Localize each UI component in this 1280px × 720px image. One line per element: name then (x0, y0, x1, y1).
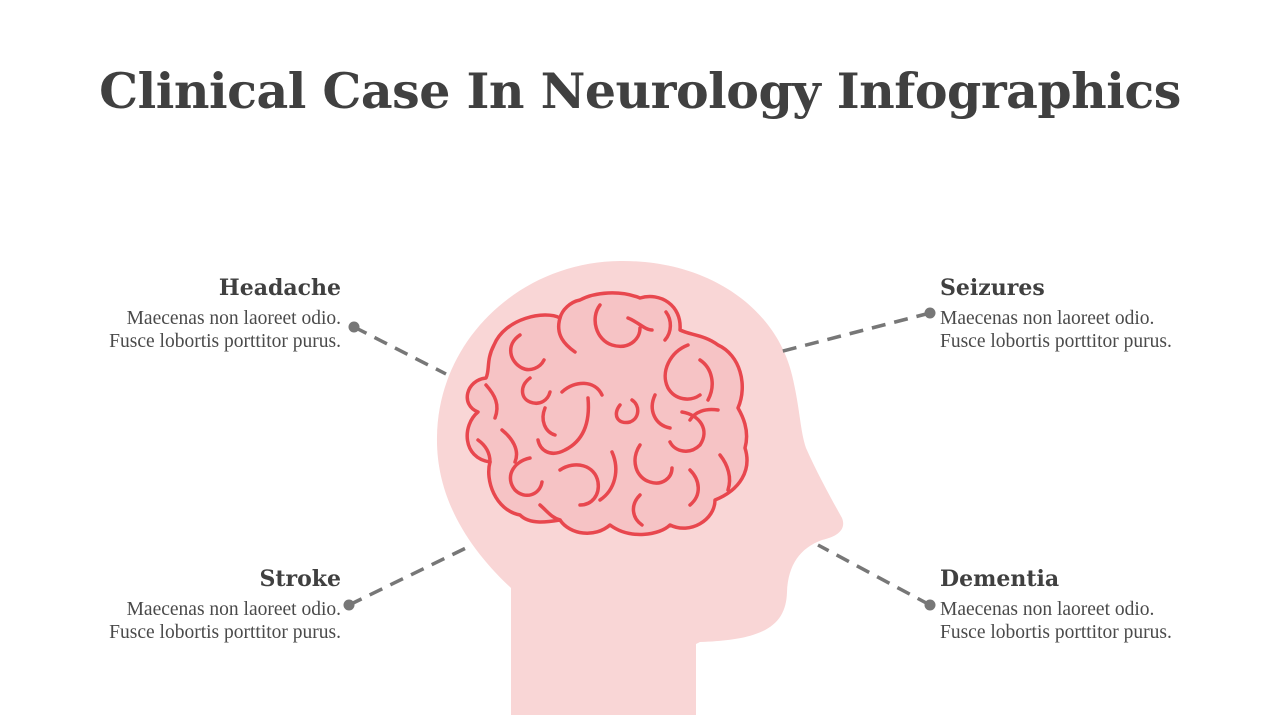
callout-stroke: Stroke Maecenas non laoreet odio. Fusce … (41, 564, 341, 644)
callout-description: Maecenas non laoreet odio. Fusce loborti… (41, 307, 341, 353)
callout-title: Seizures (940, 275, 1045, 301)
headache-connector (353, 325, 447, 376)
callout-title: Stroke (259, 566, 341, 592)
seizures-connector (778, 311, 931, 354)
callout-dementia: Dementia Maecenas non laoreet odio. Fusc… (940, 564, 1240, 644)
callout-seizures: Seizures Maecenas non laoreet odio. Fusc… (940, 273, 1240, 353)
callout-headache: Headache Maecenas non laoreet odio. Fusc… (41, 273, 341, 353)
callout-title: Headache (218, 275, 341, 301)
brain-icon (465, 291, 749, 537)
dementia-connector-dot (924, 599, 936, 611)
dementia-connector (817, 543, 931, 607)
callout-line: Fusce lobortis porttitor purus. (940, 331, 1172, 352)
stroke-connector-dot (343, 599, 355, 611)
page-title: Clinical Case In Neurology Infographics (99, 62, 1181, 120)
connectors (348, 311, 931, 607)
callout-description: Maecenas non laoreet odio. Fusce loborti… (940, 598, 1240, 644)
callout-description: Maecenas non laoreet odio. Fusce loborti… (940, 307, 1240, 353)
seizures-connector-dot (924, 307, 936, 319)
callout-title: Dementia (940, 566, 1060, 592)
callout-line: Maecenas non laoreet odio. (126, 308, 341, 329)
callout-line: Fusce lobortis porttitor purus. (109, 622, 341, 643)
callout-line: Maecenas non laoreet odio. (940, 308, 1155, 329)
headache-connector-dot (348, 321, 360, 333)
callout-line: Fusce lobortis porttitor purus. (109, 331, 341, 352)
stroke-connector (348, 546, 467, 607)
callout-line: Fusce lobortis porttitor purus. (940, 622, 1172, 643)
callout-line: Maecenas non laoreet odio. (940, 599, 1155, 620)
callout-description: Maecenas non laoreet odio. Fusce loborti… (41, 598, 341, 644)
callout-line: Maecenas non laoreet odio. (126, 599, 341, 620)
